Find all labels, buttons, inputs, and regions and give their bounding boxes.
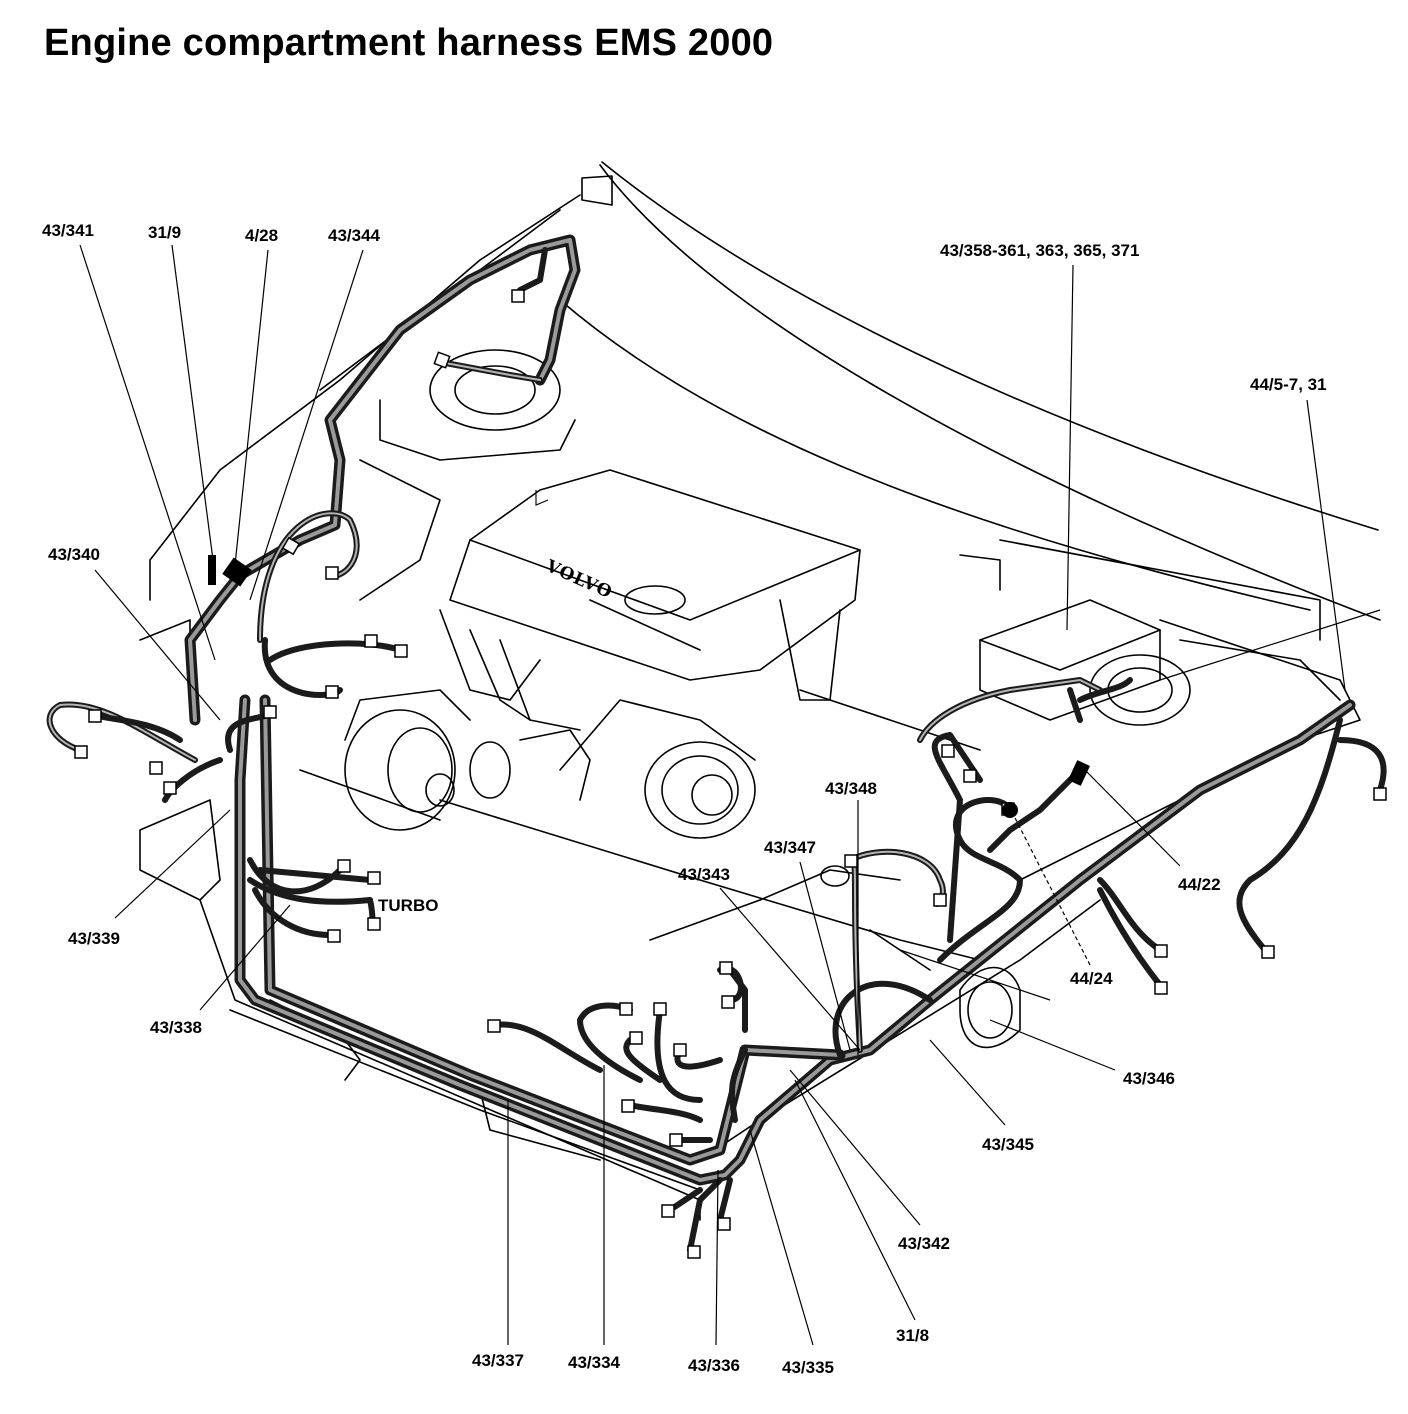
page-title: Engine compartment harness EMS 2000: [44, 22, 774, 64]
label-43-341: 43/341: [42, 221, 94, 240]
label-43-334: 43/334: [568, 1353, 621, 1372]
label-43-344: 43/344: [328, 226, 381, 245]
label-31-8: 31/8: [896, 1326, 929, 1345]
callout-labels: 43/341 31/9 4/28 43/344 43/358-361, 363,…: [42, 221, 1327, 1377]
label-turbo: TURBO: [378, 896, 438, 915]
label-44-24: 44/24: [1070, 969, 1113, 988]
label-31-9: 31/9: [148, 223, 181, 242]
connectors: [74, 289, 1387, 1259]
label-43-342: 43/342: [898, 1234, 950, 1253]
label-4-28: 4/28: [245, 226, 278, 245]
label-43-335: 43/335: [782, 1358, 834, 1377]
label-43-337: 43/337: [472, 1351, 524, 1370]
label-44-5-7-31: 44/5-7, 31: [1250, 375, 1327, 394]
label-44-22: 44/22: [1178, 875, 1221, 894]
label-43-340: 43/340: [48, 545, 100, 564]
label-43-339: 43/339: [68, 929, 120, 948]
label-43-343: 43/343: [678, 865, 730, 884]
label-43-358-371: 43/358-361, 363, 365, 371: [940, 241, 1139, 260]
label-43-346: 43/346: [1123, 1069, 1175, 1088]
label-43-336: 43/336: [688, 1356, 740, 1375]
label-43-348: 43/348: [825, 779, 877, 798]
leader-lines: [79, 244, 1381, 1346]
volvo-logo-text: VOLVO: [542, 556, 615, 603]
label-43-345: 43/345: [982, 1135, 1034, 1154]
label-43-347: 43/347: [764, 838, 816, 857]
wiring-harness: [46, 234, 1387, 1253]
label-43-338: 43/338: [150, 1018, 202, 1037]
